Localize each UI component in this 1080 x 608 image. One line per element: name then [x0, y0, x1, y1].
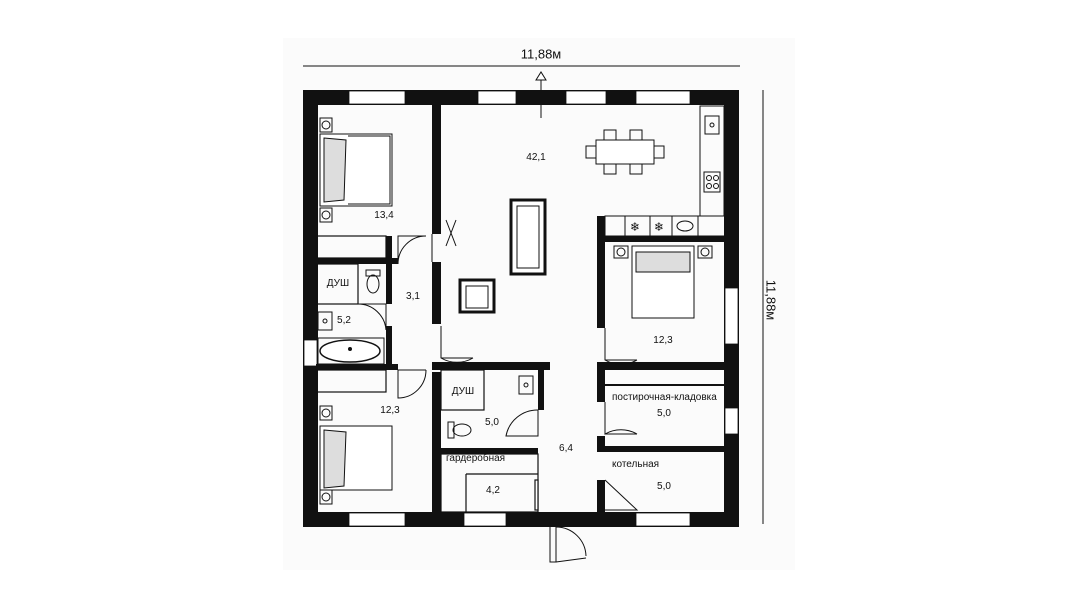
- room-area-bedroom-right: 12,3: [653, 335, 673, 346]
- width-dimension: 11,88м: [520, 46, 562, 62]
- room-area-bedroom-bottom-left: 12,3: [380, 405, 400, 416]
- room-area-wardrobe: 4,2: [486, 485, 500, 496]
- room-name-bath-1: ДУШ: [326, 278, 350, 289]
- room-name-wardrobe: гардеробная: [446, 453, 506, 464]
- svg-text:❄: ❄: [630, 220, 640, 234]
- windows: [303, 90, 739, 527]
- room-name-boiler: котельная: [612, 459, 660, 470]
- room-area-boiler: 5,0: [657, 481, 671, 492]
- furniture: ❄ ❄: [317, 105, 726, 505]
- doors: [357, 219, 639, 563]
- room-area-bedroom-top-left: 13,4: [374, 210, 394, 221]
- room-area-living-kitchen: 42,1: [526, 152, 546, 163]
- room-area-bath-1: 5,2: [337, 315, 351, 326]
- room-name-bath-2: ДУШ: [451, 386, 475, 397]
- room-area-hall-small: 3,1: [406, 291, 420, 302]
- room-area-laundry: 5,0: [657, 408, 671, 419]
- svg-text:❄: ❄: [654, 220, 664, 234]
- interior-walls: [316, 104, 725, 512]
- partitions: [315, 235, 539, 513]
- height-dimension: 11,88м: [763, 279, 779, 321]
- room-area-bath-2: 5,0: [485, 417, 499, 428]
- room-name-laundry: постирочная-кладовка: [612, 392, 717, 403]
- room-area-corridor: 6,4: [559, 443, 573, 454]
